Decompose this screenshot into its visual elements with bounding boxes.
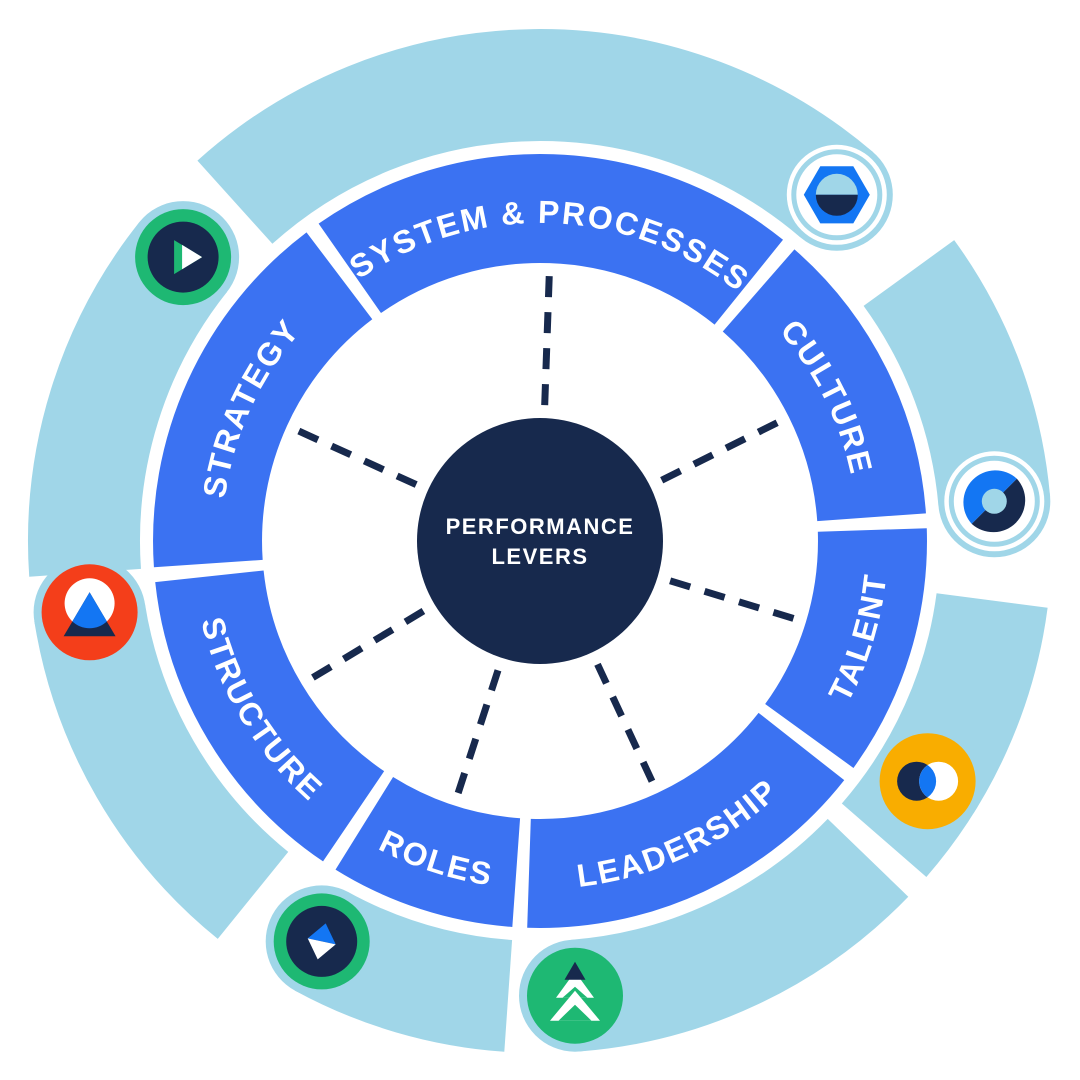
outer-arc-top	[197, 29, 874, 245]
center-title-line2: LEVERS	[491, 544, 588, 569]
mountain-badge	[41, 564, 138, 661]
segment-roles	[335, 776, 522, 927]
segment-structure	[155, 569, 385, 862]
play-icon	[174, 240, 203, 275]
mountain-icon	[63, 578, 116, 637]
diamond-icon	[307, 923, 336, 960]
dashed-spokes	[292, 271, 800, 799]
center-circle	[417, 418, 663, 664]
segment-ring	[153, 154, 927, 928]
venn-icon	[897, 761, 959, 801]
lens-badge	[944, 451, 1045, 552]
center-hub: PERFORMANCE LEVERS	[417, 418, 663, 664]
center-title-line1: PERFORMANCE	[446, 514, 635, 539]
tree-badge	[527, 947, 623, 1044]
spoke-strategy	[292, 425, 418, 488]
tree-icon	[550, 961, 600, 1021]
spoke-roles	[453, 669, 502, 799]
spoke-structure	[306, 608, 426, 684]
hexagon-badge	[786, 144, 887, 245]
segment-culture	[722, 249, 926, 523]
hexagon-icon	[803, 166, 870, 224]
spoke-system-processes	[541, 271, 553, 406]
lens-icon	[963, 470, 1026, 533]
segment-leadership	[527, 712, 845, 928]
spoke-talent	[669, 577, 800, 624]
play-badge	[135, 209, 232, 306]
venn-badge	[879, 733, 976, 830]
segment-talent	[764, 528, 927, 768]
spoke-culture	[660, 417, 784, 484]
segment-system-processes	[318, 154, 783, 326]
diamond-badge	[273, 893, 370, 990]
spoke-leadership	[594, 662, 658, 788]
segment-strategy	[153, 232, 374, 568]
